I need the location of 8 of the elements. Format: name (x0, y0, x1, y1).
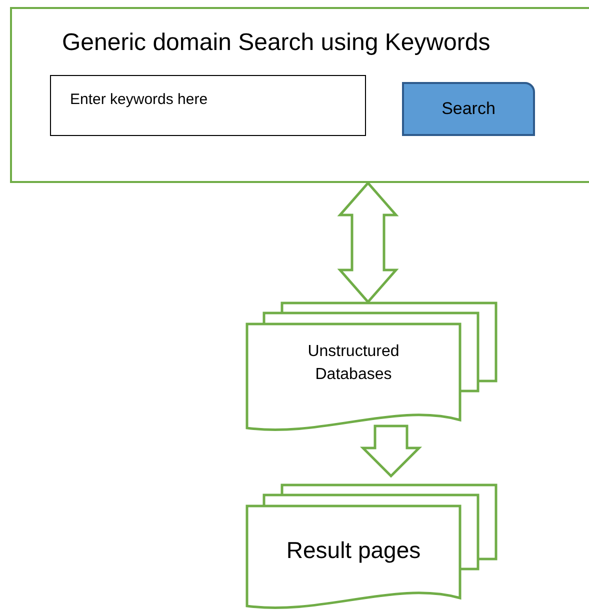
node-label: Unstructured Databases (306, 342, 400, 386)
block-arrow (360, 424, 422, 478)
node-label: Result pages (285, 536, 422, 565)
search-panel (10, 7, 589, 183)
panel-title: Generic domain Search using Keywords (62, 29, 490, 57)
block-arrow (337, 181, 399, 304)
input-field: Enter keywords here (50, 75, 366, 136)
search-button: Search (402, 82, 535, 136)
